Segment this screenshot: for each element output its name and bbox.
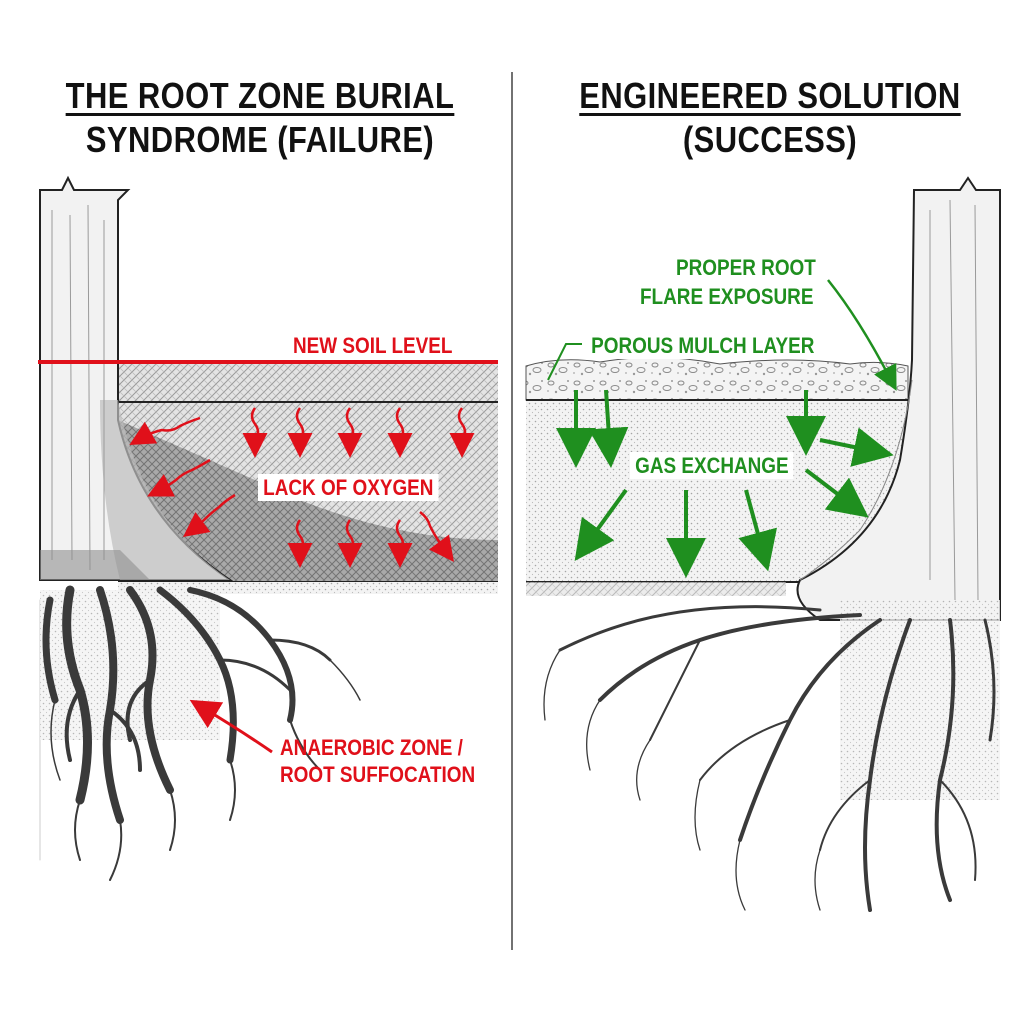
anaerobic-zone-label-line1: ANAEROBIC ZONE / (280, 735, 463, 760)
right-healthy-roots (543, 600, 1000, 912)
right-title-line1: ENGINEERED SOLUTION (579, 75, 961, 116)
porous-mulch-label: POROUS MULCH LAYER (586, 332, 820, 359)
proper-root-label-line1: PROPER ROOT (676, 255, 816, 280)
right-panel-title: ENGINEERED SOLUTION (SUCCESS) (568, 74, 972, 162)
mulch-pointer-line (547, 343, 582, 381)
left-buried-tree-trunk (39, 175, 234, 581)
root-flare-pointer-arrow (827, 279, 897, 391)
left-panel-title: THE ROOT ZONE BURIAL SYNDROME (FAILURE) (62, 74, 458, 162)
anaerobic-pointer-arrow (189, 699, 273, 754)
right-title-line2: (SUCCESS) (682, 119, 858, 160)
new-soil-level-label: NEW SOIL LEVEL (293, 333, 453, 358)
lack-of-oxygen-label: LACK OF OXYGEN (258, 474, 439, 501)
left-title-line2: SYNDROME (FAILURE) (85, 119, 435, 160)
anaerobic-zone-label-line2: ROOT SUFFOCATION (280, 762, 476, 787)
gas-exchange-arrows (556, 389, 894, 578)
gas-exchange-label: GAS EXCHANGE (630, 452, 794, 479)
proper-root-label-line2: FLARE EXPOSURE (640, 284, 814, 309)
left-title-line1: THE ROOT ZONE BURIAL (65, 75, 455, 116)
oxygen-blocked-arrows (129, 407, 475, 568)
